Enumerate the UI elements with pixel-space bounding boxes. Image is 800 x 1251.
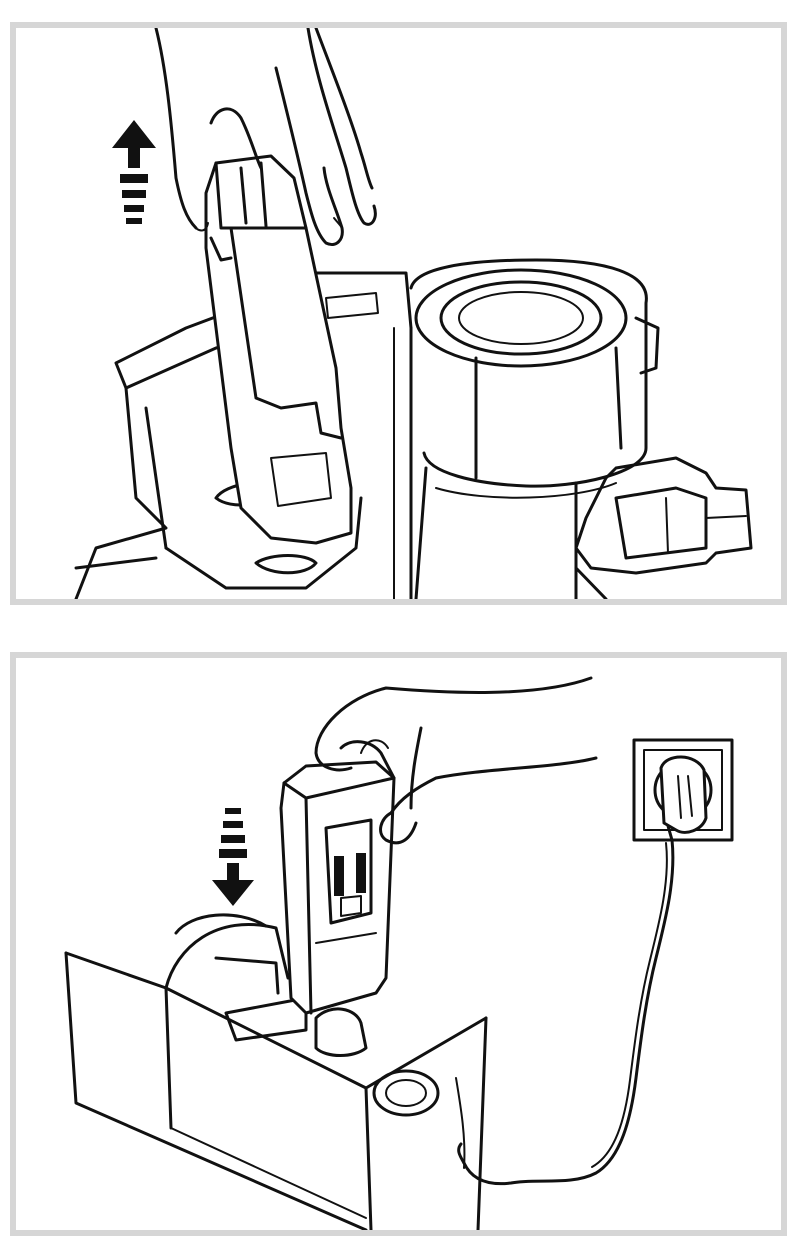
step-2-illustration (64, 676, 734, 1230)
step-2-charge-battery-panel (10, 652, 787, 1236)
down-arrow-icon (212, 808, 254, 906)
power-cord-icon (457, 838, 675, 1186)
up-arrow-icon (112, 120, 156, 224)
hand-icon (154, 28, 377, 246)
step-1-remove-battery-panel (10, 22, 787, 605)
step-1-illustration (74, 28, 753, 599)
dust-container-icon (409, 258, 660, 599)
power-plug-icon (659, 755, 708, 842)
vacuum-body-icon (74, 271, 413, 599)
hand-icon (314, 676, 598, 845)
charging-dock-icon (64, 913, 488, 1230)
battery-pack-icon (279, 760, 396, 1015)
vacuum-handle-icon (574, 456, 753, 599)
battery-pack-icon (204, 154, 353, 545)
